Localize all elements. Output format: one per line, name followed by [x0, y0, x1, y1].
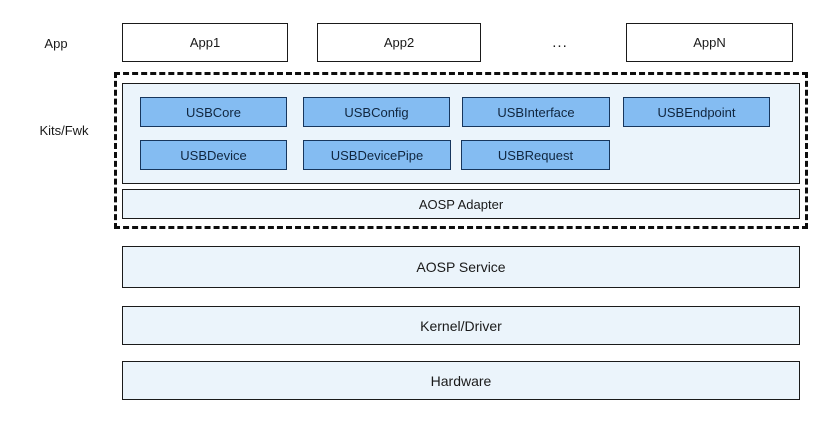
app-ellipsis: ...	[552, 34, 568, 51]
aosp-service-box: AOSP Service	[122, 246, 800, 288]
appn-box: AppN	[626, 23, 793, 62]
kernel-driver-box: Kernel/Driver	[122, 306, 800, 345]
module-usbconfig: USBConfig	[303, 97, 450, 127]
aosp-adapter-box: AOSP Adapter	[122, 189, 800, 219]
module-usbdevice: USBDevice	[140, 140, 287, 170]
app-layer-label: App	[44, 36, 68, 51]
module-usbinterface: USBInterface	[462, 97, 610, 127]
app2-box: App2	[317, 23, 481, 62]
module-usbdevicepipe: USBDevicePipe	[303, 140, 451, 170]
kits-fwk-layer-label: Kits/Fwk	[39, 123, 89, 138]
module-usbcore: USBCore	[140, 97, 287, 127]
kits-fwk-dashed-frame	[114, 72, 808, 229]
app1-box: App1	[122, 23, 288, 62]
module-usbrequest: USBRequest	[461, 140, 610, 170]
hardware-box: Hardware	[122, 361, 800, 400]
module-usbendpoint: USBEndpoint	[623, 97, 770, 127]
